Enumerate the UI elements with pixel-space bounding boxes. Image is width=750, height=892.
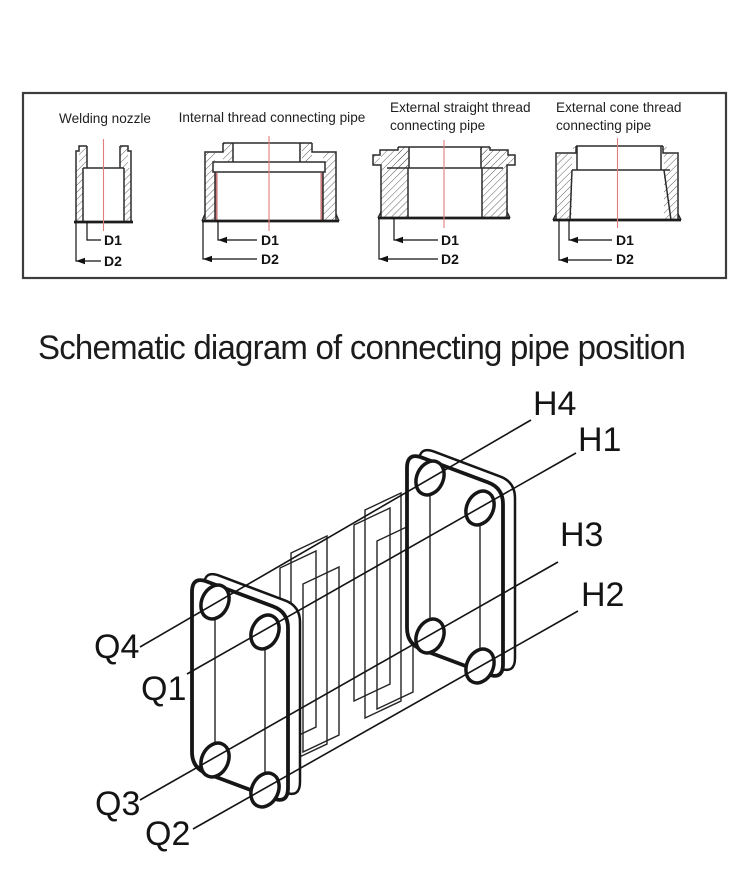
label-q2: Q2 bbox=[145, 815, 190, 853]
leader-q2-h2 bbox=[192, 610, 579, 830]
figure-title: connecting pipe bbox=[390, 118, 485, 133]
figure-title: External straight thread bbox=[390, 100, 531, 115]
pipe-position-diagram: H4 H1 H3 H2 Q4 Q1 Q3 Q2 bbox=[94, 385, 624, 853]
label-q1: Q1 bbox=[141, 670, 186, 708]
figure-title: connecting pipe bbox=[556, 118, 651, 133]
left-plate-hole-q2 bbox=[249, 771, 281, 809]
figure-title: Welding nozzle bbox=[59, 111, 151, 126]
panel-border bbox=[21, 91, 728, 280]
dim-d2-label: D2 bbox=[104, 253, 122, 269]
hole-labels: H4 H1 H3 H2 Q4 Q1 Q3 Q2 bbox=[94, 385, 624, 853]
left-plate-hole-q4 bbox=[199, 583, 231, 621]
connector-types-panel: Welding nozzle D1 D2 Internal thread con… bbox=[21, 91, 728, 280]
figure-internal-thread-pipe: Internal thread connecting pipe D1 bbox=[179, 110, 366, 267]
left-plate-hole-q3 bbox=[199, 741, 231, 779]
right-plate-hole-h3 bbox=[414, 617, 446, 655]
dim-d1-label: D1 bbox=[616, 232, 634, 248]
label-h2: H2 bbox=[581, 576, 624, 614]
dim-d2-label: D2 bbox=[441, 251, 459, 267]
leader-q3-h3 bbox=[139, 561, 559, 801]
label-h3: H3 bbox=[560, 516, 603, 554]
dim-d1-label: D1 bbox=[104, 232, 122, 248]
leader-q1-h1 bbox=[186, 452, 577, 675]
left-plate bbox=[190, 572, 302, 809]
leader-lines bbox=[139, 419, 579, 830]
dim-d1-label: D1 bbox=[441, 232, 459, 248]
label-h4: H4 bbox=[533, 385, 576, 423]
figure-title: External cone thread bbox=[556, 100, 681, 115]
dim-d2-label: D2 bbox=[616, 251, 634, 267]
figure-welding-nozzle: Welding nozzle D1 D2 bbox=[59, 111, 151, 269]
section-heading: Schematic diagram of connecting pipe pos… bbox=[38, 329, 686, 367]
dim-d2-label: D2 bbox=[261, 251, 279, 267]
right-plate bbox=[405, 448, 517, 685]
figure-title: Internal thread connecting pipe bbox=[179, 110, 366, 125]
figure-external-cone-thread-pipe: External cone thread connecting pipe D1 … bbox=[552, 100, 682, 267]
left-plate-hole-q1 bbox=[249, 613, 281, 651]
dim-d1-label: D1 bbox=[261, 232, 279, 248]
label-q3: Q3 bbox=[95, 785, 140, 823]
label-h1: H1 bbox=[578, 421, 621, 459]
label-q4: Q4 bbox=[94, 628, 139, 666]
leader-q4-h4 bbox=[139, 419, 532, 648]
figure-external-straight-thread-pipe: External straight thread connecting pipe bbox=[372, 100, 531, 267]
